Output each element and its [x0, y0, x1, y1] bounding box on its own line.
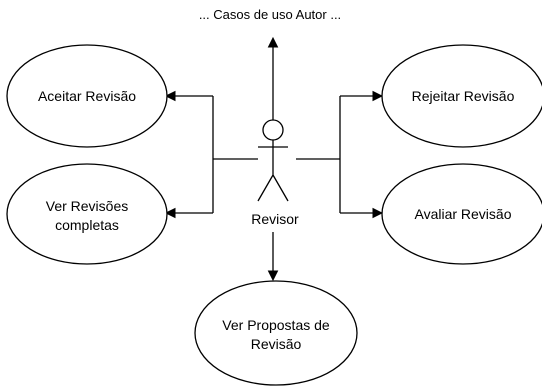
- use-case-ellipse: [194, 280, 358, 386]
- use-case-label-line2: completas: [55, 217, 119, 233]
- use-case-ellipse: [6, 44, 168, 148]
- use-case-avaliar-revisao: Avaliar Revisão: [381, 163, 542, 265]
- use-case-label: Aceitar Revisão: [38, 88, 136, 104]
- use-case-ellipse: [381, 44, 542, 148]
- use-case-ver-revisoes-completas: Ver Revisões completas: [6, 163, 168, 265]
- actor-head: [262, 119, 284, 141]
- arrowhead-up: [267, 36, 279, 48]
- actor-label: Revisor: [251, 211, 299, 227]
- use-case-label: Rejeitar Revisão: [412, 88, 515, 104]
- use-case-ellipse: [381, 163, 542, 265]
- connector-right-branch: [296, 95, 374, 214]
- use-case-aceitar-revisao: Aceitar Revisão: [6, 44, 168, 148]
- arrowhead-to-rejeitar: [372, 90, 384, 102]
- diagram-title: ... Casos de uso Autor ...: [199, 7, 341, 22]
- arrowhead-to-avaliar: [372, 207, 384, 219]
- arrowhead-to-propostas: [267, 270, 279, 282]
- use-case-label-line1: Ver Propostas de: [222, 317, 330, 333]
- connector-left-branch: [174, 95, 258, 214]
- use-case-label-line2: Revisão: [251, 336, 302, 352]
- actor-body: [257, 140, 289, 202]
- actor-revisor: Revisor: [251, 119, 299, 227]
- connectors: [164, 36, 384, 282]
- arrowhead-to-aceitar: [164, 90, 176, 102]
- use-case-label: Avaliar Revisão: [414, 206, 511, 222]
- use-case-label-line1: Ver Revisões: [46, 198, 128, 214]
- use-case-ver-propostas-de-revisao: Ver Propostas de Revisão: [194, 280, 358, 386]
- use-case-rejeitar-revisao: Rejeitar Revisão: [381, 44, 542, 148]
- arrowhead-to-ver-revisoes: [164, 207, 176, 219]
- use-case-ellipse: [6, 163, 168, 265]
